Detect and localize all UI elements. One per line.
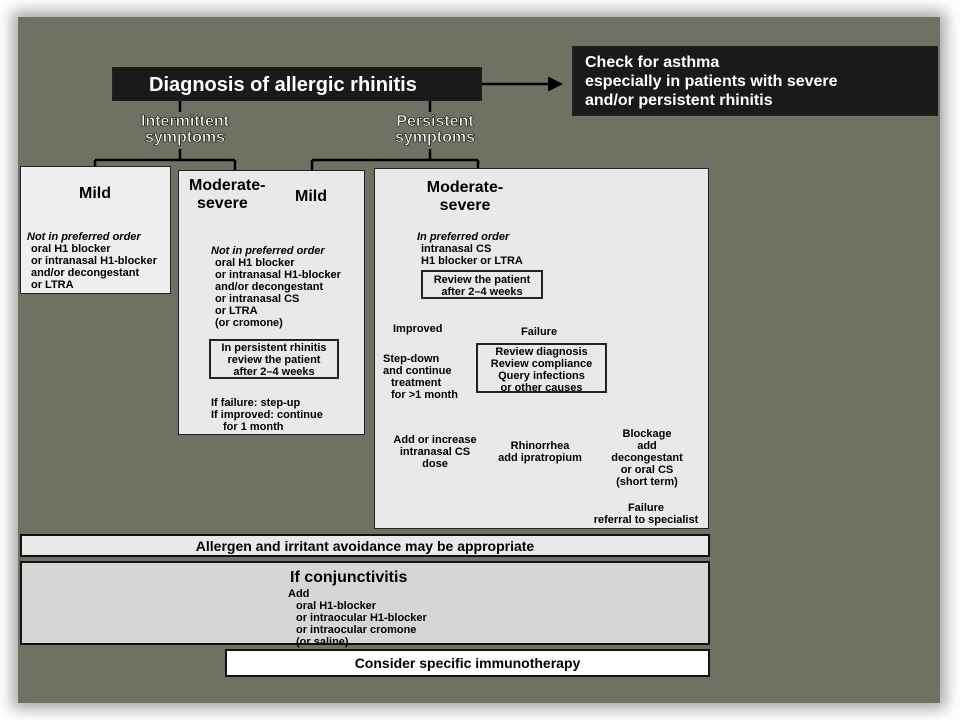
- moderate-severe-item: H1 blocker or LTRA: [421, 255, 523, 267]
- conjunctivitis-heading: If conjunctivitis: [290, 569, 408, 586]
- asthma-note: Check for asthma especially in patients …: [585, 53, 838, 110]
- mild-treatments: Not in preferred order oral H1 blocker o…: [27, 231, 157, 291]
- asthma-check-box: Check for asthma especially in patients …: [572, 46, 938, 116]
- conjunctivitis-treatments: oral H1-blocker or intraocular H1-blocke…: [296, 600, 427, 648]
- moderate-mild-treatments: Not in preferred order oral H1 blocker o…: [211, 245, 341, 329]
- outcome-line: add: [637, 440, 657, 452]
- intermittent-label-line: symptoms: [144, 129, 226, 146]
- outcome-line: dose: [422, 458, 448, 470]
- diagnosis-title: Diagnosis of allergic rhinitis: [149, 74, 417, 96]
- moderate-mild-heading-left: Moderate- severe: [189, 177, 265, 213]
- step-down-line: treatment: [391, 377, 442, 389]
- heading-line: severe: [439, 197, 491, 214]
- intermittent-label-line: Intermittent: [141, 113, 230, 130]
- persistent-label-line: Persistent: [396, 113, 474, 130]
- moderate-mild-order: Not in preferred order: [211, 245, 325, 257]
- moderate-severe-heading: Moderate- severe: [415, 179, 515, 215]
- outcome-line: add ipratropium: [498, 452, 582, 464]
- conjunctivitis-item: (or saline): [296, 636, 349, 648]
- moderate-severe-treatments: In preferred order intranasal CS H1 bloc…: [417, 231, 523, 267]
- mild-heading: Mild: [79, 185, 111, 202]
- outcome-blockage: Blockage add decongestant or oral CS (sh…: [597, 428, 697, 488]
- avoidance-text: Allergen and irritant avoidance may be a…: [195, 538, 535, 554]
- moderate-mild-heading-right: Mild: [295, 188, 327, 205]
- moderate-mild-item: (or cromone): [215, 317, 283, 329]
- outcome-line: Add or increase: [393, 434, 477, 446]
- review-line: after 2–4 weeks: [441, 286, 523, 298]
- persistent-label-line: symptoms: [394, 129, 476, 146]
- moderate-severe-item: intranasal CS: [421, 243, 492, 255]
- asthma-note-line: and/or persistent rhinitis: [585, 92, 773, 109]
- asthma-note-line: Check for asthma: [585, 54, 720, 71]
- failure-label: Failure: [521, 326, 558, 338]
- conjunctivitis-item: or intraocular H1-blocker: [296, 612, 427, 624]
- failure-action: Review compliance: [490, 358, 593, 370]
- review-line: review the patient: [227, 354, 321, 366]
- immunotherapy-bar: Consider specific immunotherapy: [225, 649, 710, 677]
- failure-action: Query infections: [498, 370, 585, 382]
- failure-action: or other causes: [500, 382, 583, 394]
- moderate-mild-item: or LTRA: [215, 305, 258, 317]
- review-box-right: Review the patient after 2–4 weeks: [421, 270, 543, 299]
- heading-line: Moderate-: [426, 179, 504, 196]
- moderate-mild-followup: If failure: step-up If improved: continu…: [211, 397, 323, 433]
- outcome-line: Rhinorrhea: [510, 440, 570, 452]
- mild-item: or LTRA: [31, 279, 74, 291]
- connector-intermittent-split: [93, 149, 237, 178]
- outcome-line: decongestant: [611, 452, 683, 464]
- moderate-mild-box: Moderate- severe Mild Not in preferred o…: [178, 170, 365, 435]
- asthma-note-line: especially in patients with severe: [585, 73, 838, 90]
- diagnosis-title-box: Diagnosis of allergic rhinitis: [112, 67, 482, 101]
- moderate-mild-item: oral H1 blocker: [215, 257, 295, 269]
- failure-actions-box: Review diagnosis Review compliance Query…: [476, 343, 607, 394]
- immunotherapy-text: Consider specific immunotherapy: [354, 655, 581, 671]
- heading-line: severe: [197, 195, 248, 212]
- mild-item: oral H1 blocker: [31, 243, 111, 255]
- mild-order: Not in preferred order: [27, 231, 141, 243]
- mild-box: Mild Not in preferred order oral H1 bloc…: [20, 166, 171, 294]
- review-line: Review the patient: [433, 274, 531, 286]
- review-box-left: In persistent rhinitis review the patien…: [209, 339, 339, 379]
- failure-action: Review diagnosis: [495, 346, 588, 358]
- moderate-severe-box: Moderate- severe In preferred order intr…: [374, 168, 709, 529]
- conjunctivitis-add: Add: [288, 588, 310, 600]
- avoidance-bar: Allergen and irritant avoidance may be a…: [20, 534, 710, 557]
- step-down-line: for >1 month: [391, 389, 458, 401]
- step-down-line: Step-down: [383, 353, 440, 365]
- improved-label: Improved: [393, 323, 443, 335]
- outcome-line: Blockage: [622, 428, 672, 440]
- mild-item: or intranasal H1-blocker: [31, 255, 157, 267]
- referral-line: referral to specialist: [593, 514, 699, 526]
- connector-persistent-split: [310, 149, 480, 182]
- followup-line: for 1 month: [223, 421, 284, 433]
- followup-line: If failure: step-up: [211, 397, 301, 409]
- outcome-line: (short term): [616, 476, 678, 488]
- review-line: In persistent rhinitis: [221, 342, 327, 354]
- heading-line: Moderate-: [189, 177, 266, 194]
- conjunctivitis-item: or intraocular cromone: [296, 624, 417, 636]
- moderate-mild-item: or intranasal H1-blocker: [215, 269, 341, 281]
- moderate-mild-item: and/or decongestant: [215, 281, 324, 293]
- outcome-line: intranasal CS: [399, 446, 471, 458]
- failure-referral: Failure referral to specialist: [581, 502, 711, 526]
- conjunctivitis-item: oral H1-blocker: [296, 600, 377, 612]
- referral-line: Failure: [627, 502, 665, 514]
- persistent-label: Persistent symptoms: [370, 113, 500, 146]
- followup-line: If improved: continue: [211, 409, 323, 421]
- conjunctivitis-box: If conjunctivitis Add oral H1-blocker or…: [20, 561, 710, 648]
- outcome-rhinorrhea: Rhinorrhea add ipratropium: [485, 440, 595, 464]
- moderate-severe-order: In preferred order: [417, 231, 510, 243]
- review-line: after 2–4 weeks: [233, 366, 315, 378]
- step-down-line: and continue: [383, 365, 452, 377]
- outcome-line: or oral CS: [620, 464, 674, 476]
- step-down-text: Step-down and continue treatment for >1 …: [383, 353, 458, 401]
- outcome-intranasal-cs: Add or increase intranasal CS dose: [383, 434, 487, 470]
- intermittent-label: Intermittent symptoms: [120, 113, 250, 146]
- moderate-mild-item: or intranasal CS: [215, 293, 300, 305]
- mild-item: and/or decongestant: [31, 267, 140, 279]
